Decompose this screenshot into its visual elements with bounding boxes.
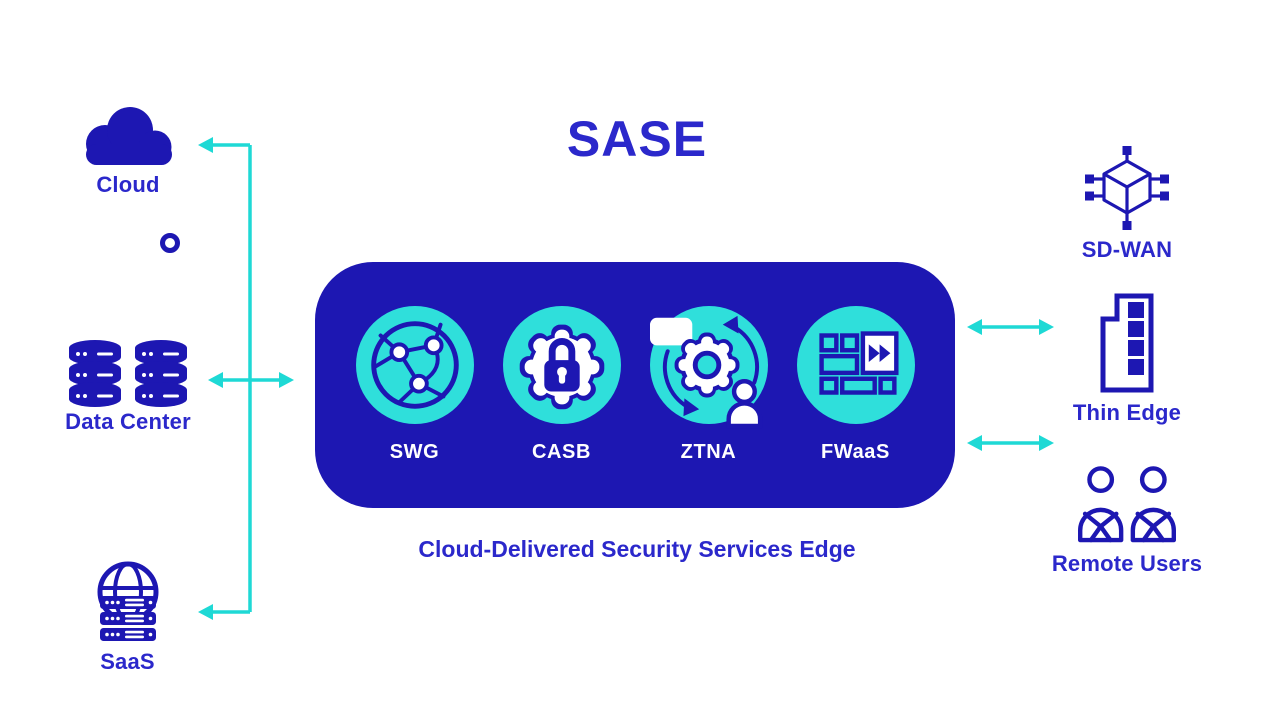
database-icon bbox=[135, 340, 187, 407]
casb-label: CASB bbox=[531, 441, 592, 463]
sd-wan-label: SD-WAN bbox=[1081, 237, 1173, 262]
node-sd-wan: SD-WAN bbox=[1057, 146, 1197, 263]
swg-circle bbox=[355, 306, 474, 424]
data-center-arrowhead-right bbox=[279, 372, 294, 388]
data-center-label: Data Center bbox=[65, 409, 191, 434]
cloud-label: Cloud bbox=[96, 172, 160, 197]
node-remote-users: Remote Users bbox=[1051, 466, 1203, 577]
gear-lock-icon bbox=[519, 324, 604, 410]
globe-server-icon bbox=[97, 561, 158, 641]
database-icons bbox=[67, 338, 189, 407]
user-glyph bbox=[1078, 466, 1124, 543]
data-center-arrowhead-left bbox=[208, 372, 223, 388]
left-connector-lines bbox=[198, 137, 294, 620]
thin-edge-label: Thin Edge bbox=[1072, 400, 1182, 425]
saas-label: SaaS bbox=[100, 649, 155, 674]
ring-icon bbox=[160, 233, 180, 253]
casb-circle bbox=[502, 306, 621, 424]
gear-sync-user-icon bbox=[649, 315, 762, 429]
remote-users-icon bbox=[1078, 466, 1176, 543]
user-glyph bbox=[725, 379, 762, 429]
remote-users-label: Remote Users bbox=[1051, 551, 1203, 576]
node-saas: SaaS bbox=[55, 560, 200, 675]
node-thin-edge: Thin Edge bbox=[1057, 293, 1197, 426]
node-cloud: Cloud bbox=[58, 103, 198, 198]
arrowhead bbox=[967, 435, 982, 451]
arrowhead bbox=[1039, 435, 1054, 451]
service-fwaas: FWaaS bbox=[782, 306, 929, 464]
firewall-fastforward-icon bbox=[818, 331, 899, 395]
fwaas-circle bbox=[796, 306, 915, 424]
swg-label: SWG bbox=[389, 441, 440, 463]
cloud-icon bbox=[86, 107, 172, 165]
saas-arrowhead bbox=[198, 604, 213, 620]
node-data-center: Data Center bbox=[48, 338, 208, 435]
database-icon bbox=[69, 340, 121, 407]
globe-network-icon bbox=[370, 321, 459, 409]
page-title: SASE bbox=[566, 111, 708, 167]
arrowhead bbox=[1039, 319, 1054, 335]
right-connector-arrows bbox=[967, 319, 1054, 451]
user-glyph bbox=[1130, 466, 1176, 543]
service-ztna: ZTNA bbox=[635, 306, 782, 464]
fwaas-label: FWaaS bbox=[821, 441, 890, 463]
ztna-label: ZTNA bbox=[680, 441, 737, 463]
service-casb: CASB bbox=[488, 306, 635, 464]
ztna-circle bbox=[649, 306, 768, 429]
cube-network-icon bbox=[1085, 146, 1169, 230]
service-swg: SWG bbox=[341, 306, 488, 464]
box-caption: Cloud-Delivered Security Services Edge bbox=[418, 536, 856, 562]
arrowhead bbox=[967, 319, 982, 335]
sase-box: SWG bbox=[315, 262, 955, 508]
cloud-arrowhead bbox=[198, 137, 213, 153]
building-icon bbox=[1100, 293, 1154, 393]
